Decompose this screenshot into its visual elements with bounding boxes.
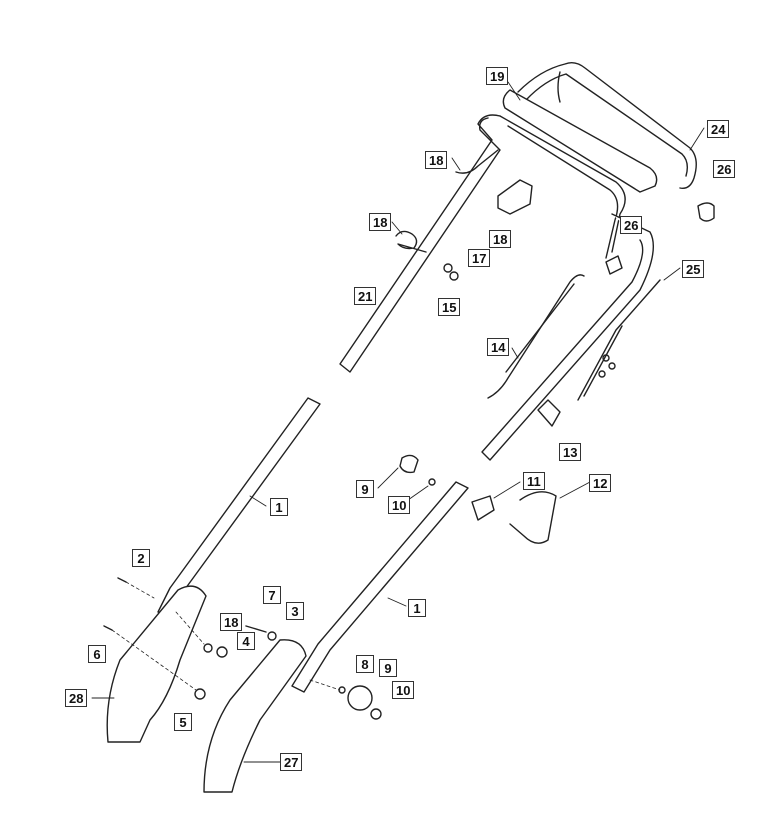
callout-19: 18 bbox=[369, 213, 392, 231]
callout-7: 7 bbox=[263, 586, 281, 604]
top-handle-bar-leg bbox=[557, 71, 561, 103]
bracket-27 bbox=[203, 639, 307, 793]
callout-3: 3 bbox=[286, 602, 304, 620]
upper-handle-top-2 bbox=[507, 125, 619, 259]
assembly-line-3 bbox=[175, 611, 205, 645]
leader-1b bbox=[387, 597, 407, 607]
callout-6: 6 bbox=[88, 645, 106, 663]
bolt-7 bbox=[245, 625, 267, 633]
leader-1a bbox=[249, 495, 267, 507]
callout-16: 14 bbox=[487, 338, 510, 356]
bolt-6 bbox=[103, 625, 113, 631]
callout-11: 9 bbox=[356, 480, 374, 498]
callout-23: 21 bbox=[354, 287, 377, 305]
callout-24: 24 bbox=[707, 120, 730, 138]
callout-15: 13 bbox=[559, 443, 582, 461]
knob-11 bbox=[399, 454, 419, 474]
callout-4: 4 bbox=[237, 632, 255, 650]
callout-9: 9 bbox=[379, 659, 397, 677]
bracket-21 bbox=[455, 149, 499, 174]
nut-10 bbox=[370, 708, 382, 720]
callout-26-upper: 26 bbox=[620, 216, 643, 234]
washer-18-top bbox=[443, 263, 453, 273]
top-handle-bar-inner bbox=[525, 73, 689, 177]
washer-3 bbox=[267, 631, 277, 641]
nut-5 bbox=[194, 688, 206, 700]
bolt-2 bbox=[117, 577, 127, 583]
assembly-line-1 bbox=[125, 581, 155, 599]
callout-18-bottom: 18 bbox=[220, 613, 243, 631]
clip-15 bbox=[537, 399, 561, 427]
callout-25: 25 bbox=[682, 260, 705, 278]
cable-ring-3 bbox=[598, 370, 606, 378]
top-handle-bar bbox=[517, 61, 697, 189]
callout-27: 27 bbox=[280, 753, 303, 771]
nut-4 bbox=[216, 646, 228, 658]
lever-14 bbox=[509, 491, 557, 544]
leader-21 bbox=[451, 157, 461, 171]
callout-22: 19 bbox=[486, 67, 509, 85]
washer-18b bbox=[203, 643, 213, 653]
cable-ring-1 bbox=[602, 354, 610, 362]
bracket-28 bbox=[106, 585, 207, 743]
callout-13: 11 bbox=[523, 472, 545, 490]
leader-25 bbox=[663, 267, 681, 281]
leader-16 bbox=[511, 347, 519, 359]
washer-12 bbox=[428, 478, 436, 486]
upper-handle-left bbox=[339, 114, 501, 373]
lower-handle-right bbox=[291, 481, 469, 693]
spring-clip bbox=[395, 230, 427, 253]
leader-13 bbox=[493, 481, 521, 499]
callout-2: 2 bbox=[132, 549, 150, 567]
callout-21: 18 bbox=[425, 151, 448, 169]
knob-26-right bbox=[697, 202, 715, 222]
callout-1-left: 1 bbox=[270, 498, 288, 516]
callout-10: 10 bbox=[392, 681, 415, 699]
callout-18-top: 17 bbox=[468, 249, 491, 267]
cable-clip bbox=[497, 179, 533, 215]
upper-handle-right bbox=[481, 213, 654, 461]
washer-9 bbox=[347, 685, 373, 711]
assembly-line-2 bbox=[111, 629, 197, 691]
washer-17 bbox=[449, 271, 459, 281]
drive-cable bbox=[577, 279, 661, 401]
callout-20: 18 bbox=[489, 230, 512, 248]
callout-26-right: 26 bbox=[713, 160, 736, 178]
handle-grip bbox=[502, 89, 658, 193]
callout-1-right: 1 bbox=[408, 599, 426, 617]
callout-8: 8 bbox=[356, 655, 374, 673]
clip-13 bbox=[471, 495, 495, 521]
knob-26-upper bbox=[605, 255, 623, 275]
lower-handle-left bbox=[157, 397, 321, 615]
leader-24 bbox=[689, 127, 705, 151]
callout-5: 5 bbox=[174, 713, 192, 731]
drive-cable-2 bbox=[583, 325, 623, 397]
callout-12: 10 bbox=[388, 496, 411, 514]
leader-22 bbox=[507, 81, 521, 101]
leader-11 bbox=[377, 467, 399, 489]
cable-ring-2 bbox=[608, 362, 616, 370]
assembly-line-4 bbox=[309, 679, 341, 691]
leader-12 bbox=[407, 485, 429, 501]
upper-handle-top bbox=[499, 115, 626, 253]
leader-14 bbox=[559, 481, 591, 499]
callout-17: 15 bbox=[438, 298, 461, 316]
leader-19 bbox=[391, 221, 403, 235]
callout-14: 12 bbox=[589, 474, 612, 492]
throttle-cable bbox=[487, 274, 585, 399]
callout-28: 28 bbox=[65, 689, 88, 707]
